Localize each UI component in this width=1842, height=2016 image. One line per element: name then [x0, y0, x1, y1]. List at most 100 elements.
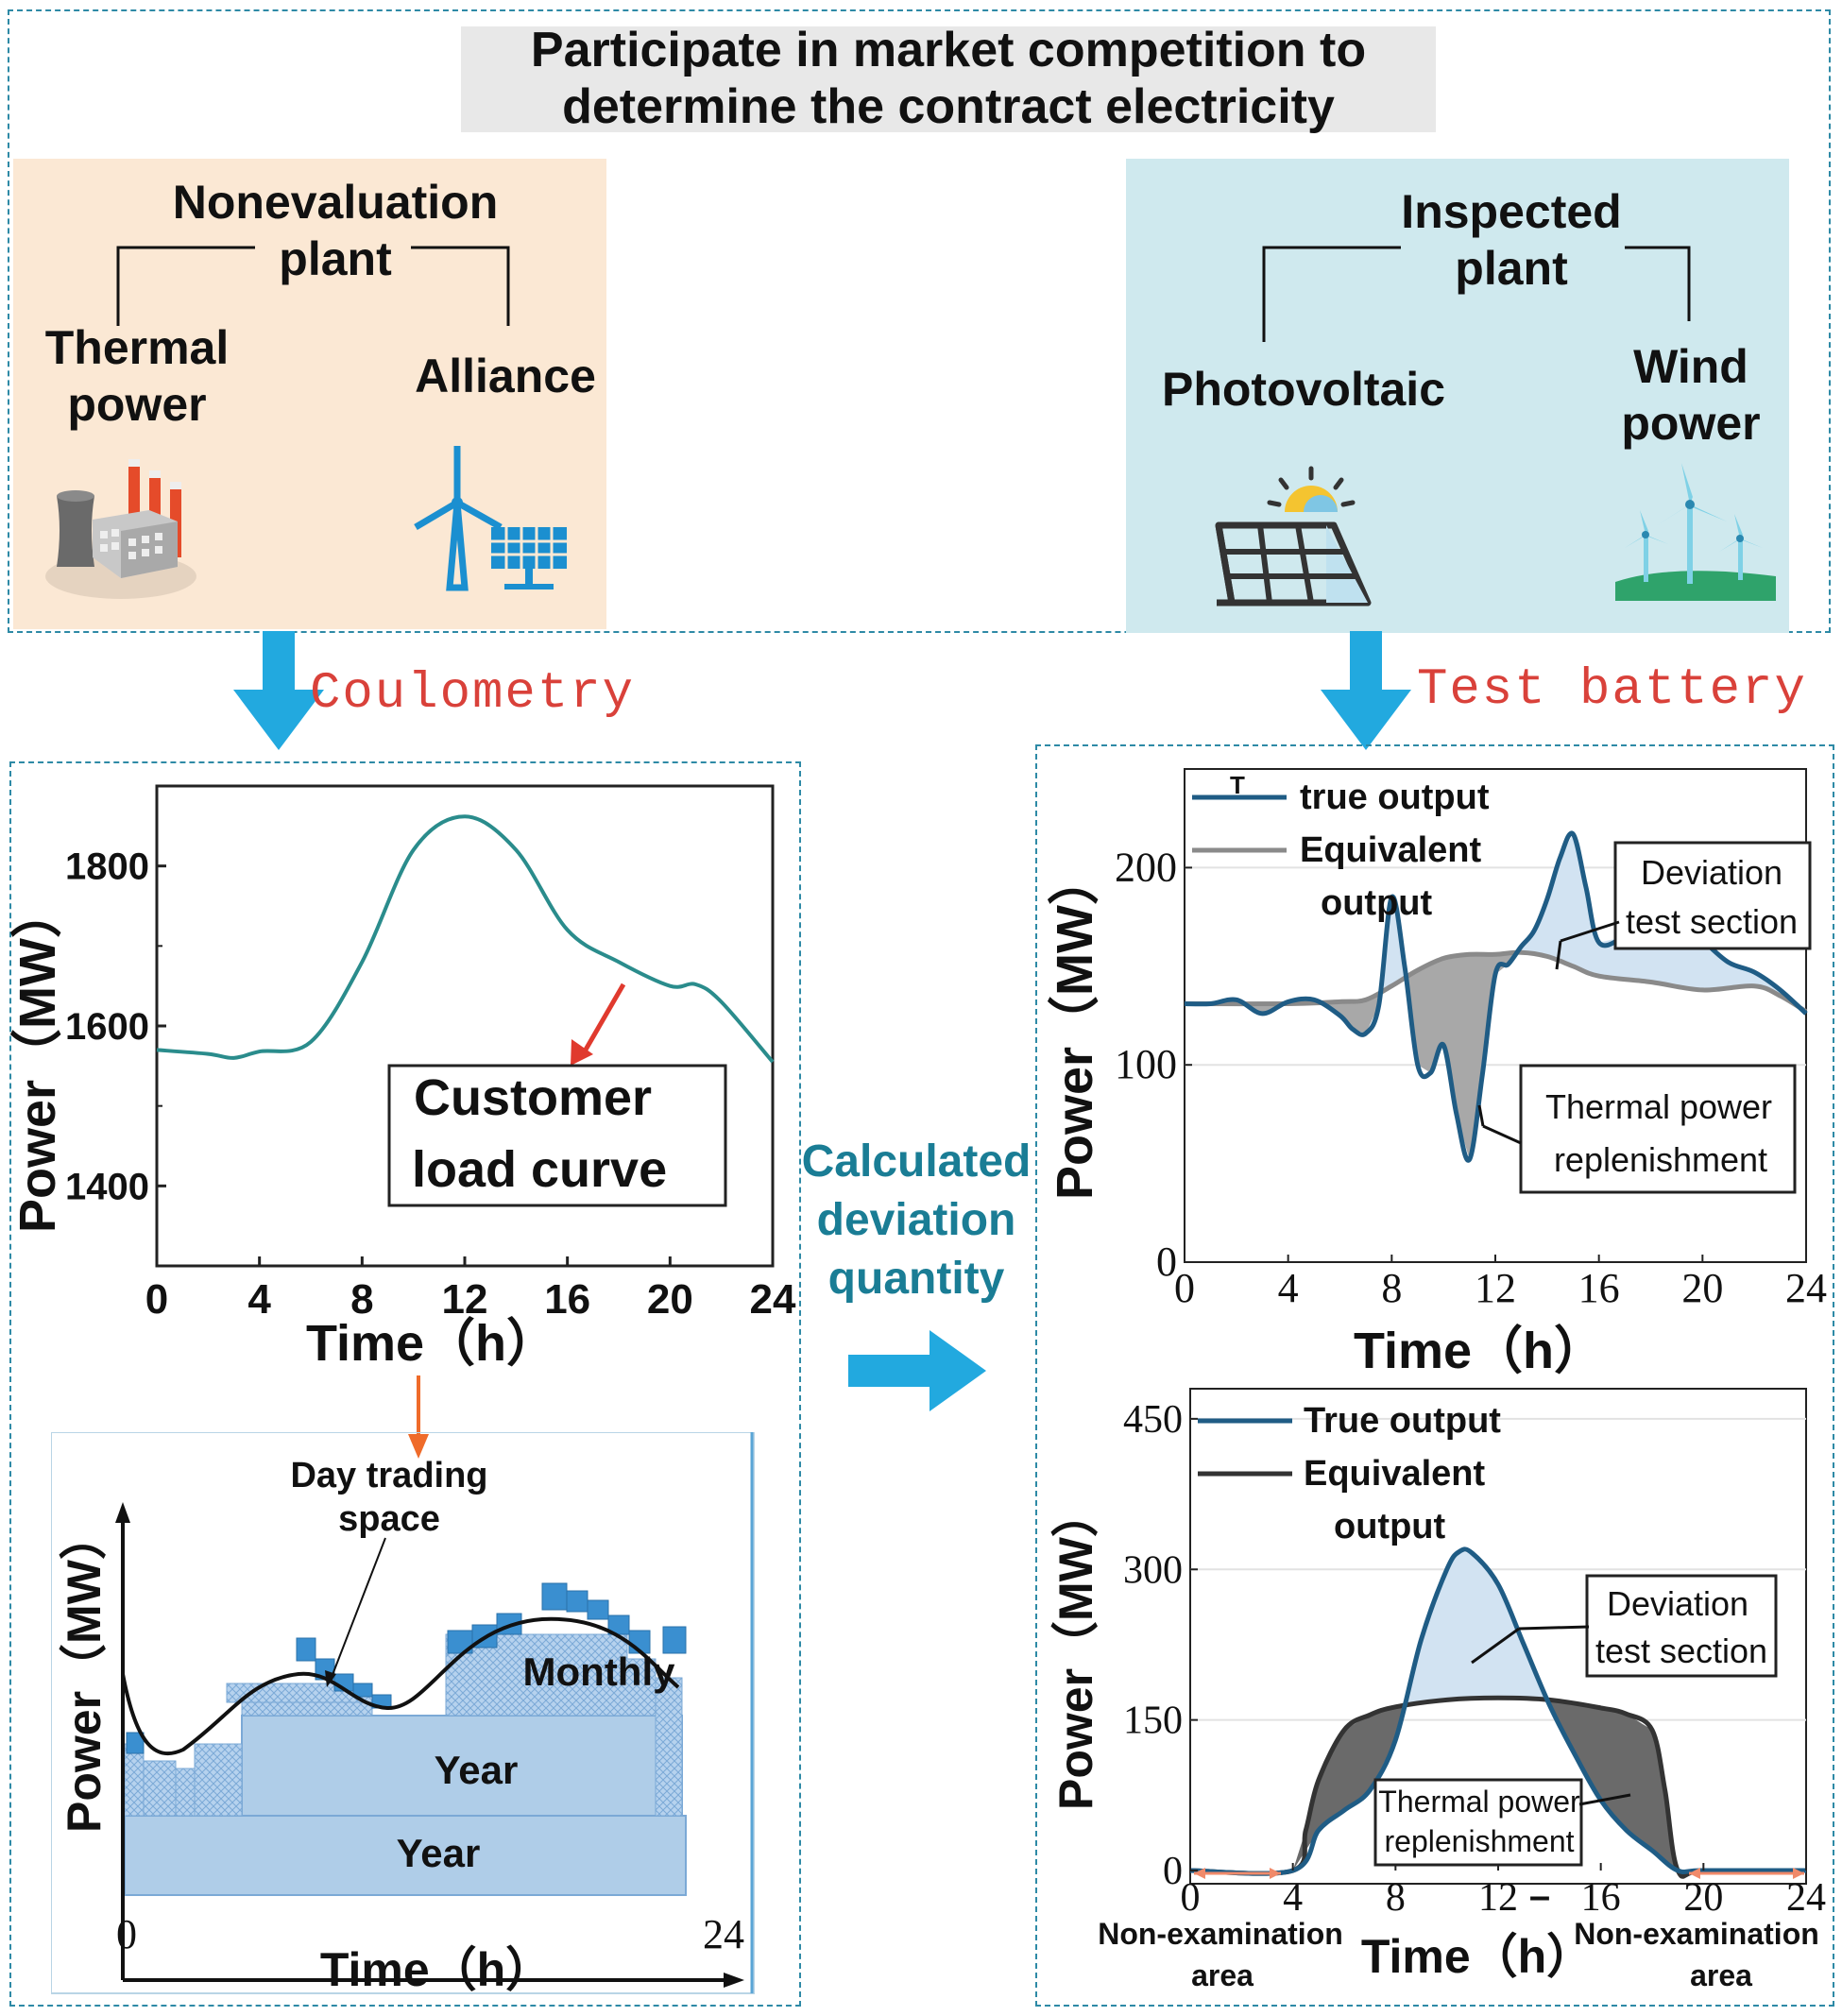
chart1-x-tick-label: 24: [750, 1276, 796, 1323]
chart4-y-tick-label: 450: [1123, 1398, 1183, 1442]
chart2-x-tick-24: 24: [703, 1911, 744, 1957]
calculated-deviation-line2: deviation: [816, 1195, 1016, 1245]
monthly-label: Monthly: [523, 1649, 676, 1694]
non-exam-left-line1: Non-examination: [1098, 1917, 1343, 1951]
chart3-x-tick-label: 0: [1174, 1265, 1195, 1311]
chart4-deviation-fill: [1190, 1551, 1806, 1871]
chart4-xlabel: Time（h）: [1361, 1930, 1594, 1983]
left-results-frame: [9, 761, 801, 2007]
header-title-line1: Participate in market competition to: [530, 23, 1367, 77]
chart4-equivalent-output-line: [1189, 1695, 1806, 1879]
monthly-hatch-left: [124, 1743, 243, 1817]
chart2-frame: [51, 1432, 755, 1994]
chart3-thermal-label-line2: replenishment: [1554, 1140, 1767, 1179]
chart3-xlabel: Time（h）: [1354, 1323, 1605, 1379]
chart3-deviation-label-line1: Deviation: [1641, 853, 1782, 892]
customer-load-curve-label-line2: load curve: [412, 1141, 667, 1198]
chart1-y-tick-label: 1600: [65, 1006, 149, 1048]
chart3-deviation-box: [1613, 841, 1812, 950]
year-block-lower: [124, 1815, 687, 1896]
day-trading-load-curve: [121, 1616, 680, 1756]
wind-power-label-line2: power: [1621, 397, 1761, 450]
chart3-x-tick-label: 16: [1578, 1265, 1620, 1311]
chart4-x-tick-label: 24: [1786, 1876, 1826, 1920]
chart4-legend-eq-line2: output: [1334, 1507, 1446, 1546]
chart3-legend-eq-line1: Equivalent: [1300, 830, 1481, 870]
annotation-arrow-head: [571, 1039, 593, 1066]
chart3-equivalent-output-line: [1184, 949, 1808, 1014]
day-trading-label-line2: space: [338, 1499, 440, 1539]
chart4-y-tick-label: 150: [1123, 1700, 1183, 1743]
chart4-tick-dash: –: [1529, 1875, 1550, 1917]
inspected-title-line2: plant: [1455, 242, 1568, 295]
thermal-power-label-line1: Thermal: [44, 321, 230, 374]
chart4-ylabel: Power（MW）: [1049, 1490, 1102, 1810]
left-down-arrow: [233, 631, 324, 750]
chart4-legend-true: True output: [1304, 1401, 1501, 1441]
non-exam-left-line2: area: [1191, 1958, 1254, 1992]
chart4-thermal-label-line1: Thermal power: [1378, 1785, 1580, 1819]
chart3-thermal-box: [1519, 1064, 1797, 1194]
chart3-legend-eq-line2: output: [1321, 883, 1433, 923]
right-results-frame: [1035, 744, 1834, 2007]
chart4-true-output-line: [1189, 1546, 1806, 1876]
chart4-x-tick-label: 16: [1581, 1876, 1621, 1920]
chart3-deviation-label-line2: test section: [1626, 902, 1798, 941]
header-title-line2: determine the contract electricity: [562, 79, 1335, 134]
chart4-thermal-label-line2: replenishment: [1385, 1824, 1575, 1858]
nonevaluation-tree-lines: [116, 246, 510, 326]
customer-load-curve-box: [387, 1064, 727, 1207]
day-trading-pointer: [330, 1537, 386, 1681]
calculated-deviation-line3: quantity: [827, 1254, 1005, 1304]
inspected-tree-lines: [1262, 246, 1691, 342]
chart3-x-tick-label: 4: [1278, 1265, 1299, 1311]
coulometry-label: Coulometry: [310, 665, 636, 723]
chart4-y-tick-label: 0: [1163, 1850, 1183, 1893]
chart4-thermal-box: [1373, 1778, 1583, 1867]
chart4-deviation-label-line2: test section: [1595, 1632, 1767, 1670]
wind-power-label-line1: Wind: [1633, 340, 1748, 393]
nonevaluation-title-line2: plant: [279, 232, 392, 285]
chart1-x-tick-label: 16: [544, 1276, 590, 1323]
nonevaluation-title-line1: Nonevaluation: [172, 176, 499, 229]
chart3-thermal-label-line1: Thermal power: [1545, 1087, 1772, 1126]
alliance-label: Alliance: [415, 350, 596, 402]
monthly-hatch-right: [655, 1677, 683, 1817]
non-exam-right-line2: area: [1690, 1958, 1752, 1992]
middle-right-arrow: [848, 1330, 986, 1411]
chart2-ylabel: Power（MW）: [58, 1512, 111, 1833]
thermal-plant-icon: [45, 459, 196, 599]
annotation-arrow-shaft: [579, 982, 626, 1058]
inspected-title-line1: Inspected: [1401, 185, 1622, 238]
top-section-frame: [8, 9, 1831, 633]
chart2-xlabel: Time（h）: [320, 1943, 553, 1996]
day-trading-label-line1: Day trading: [290, 1456, 487, 1495]
chart3-ylabel: Power（MW）: [1047, 854, 1103, 1200]
chart3-legend-true: true output: [1300, 777, 1490, 817]
header-banner: [461, 26, 1436, 132]
trading-space-chart: Day trading space Monthly Year Year 0 24…: [51, 1432, 755, 1996]
chart3-x-tick-label: 12: [1475, 1265, 1516, 1311]
chart4-y-tick-label: 300: [1123, 1548, 1183, 1592]
chart3-x-tick-label: 24: [1785, 1265, 1827, 1311]
chart2-x-tick-0: 0: [116, 1911, 137, 1957]
chart4-legend-eq-line1: Equivalent: [1304, 1454, 1485, 1494]
svg-text:T: T: [1230, 771, 1245, 799]
chart1-x-tick-label: 4: [247, 1276, 271, 1323]
chart4-x-tick-label: 20: [1683, 1876, 1723, 1920]
right-down-arrow: [1321, 631, 1411, 750]
chart4-deviation-box: [1585, 1574, 1778, 1678]
chart3-replenishment-fill: [1185, 952, 1806, 1160]
alliance-wind-solar-icon: [414, 446, 567, 591]
chart1-x-tick-label: 0: [145, 1276, 168, 1323]
photovoltaic-icon: [1215, 466, 1372, 607]
chart1-y-tick-label: 1400: [65, 1166, 149, 1207]
chart3-x-tick-label: 20: [1681, 1265, 1723, 1311]
chart4-replenishment-fill: [1190, 1698, 1806, 1871]
chart3-y-tick-label: 0: [1156, 1239, 1177, 1285]
chart1-ylabel: Power（MW）: [9, 887, 66, 1233]
orange-down-arrow: [408, 1375, 429, 1459]
